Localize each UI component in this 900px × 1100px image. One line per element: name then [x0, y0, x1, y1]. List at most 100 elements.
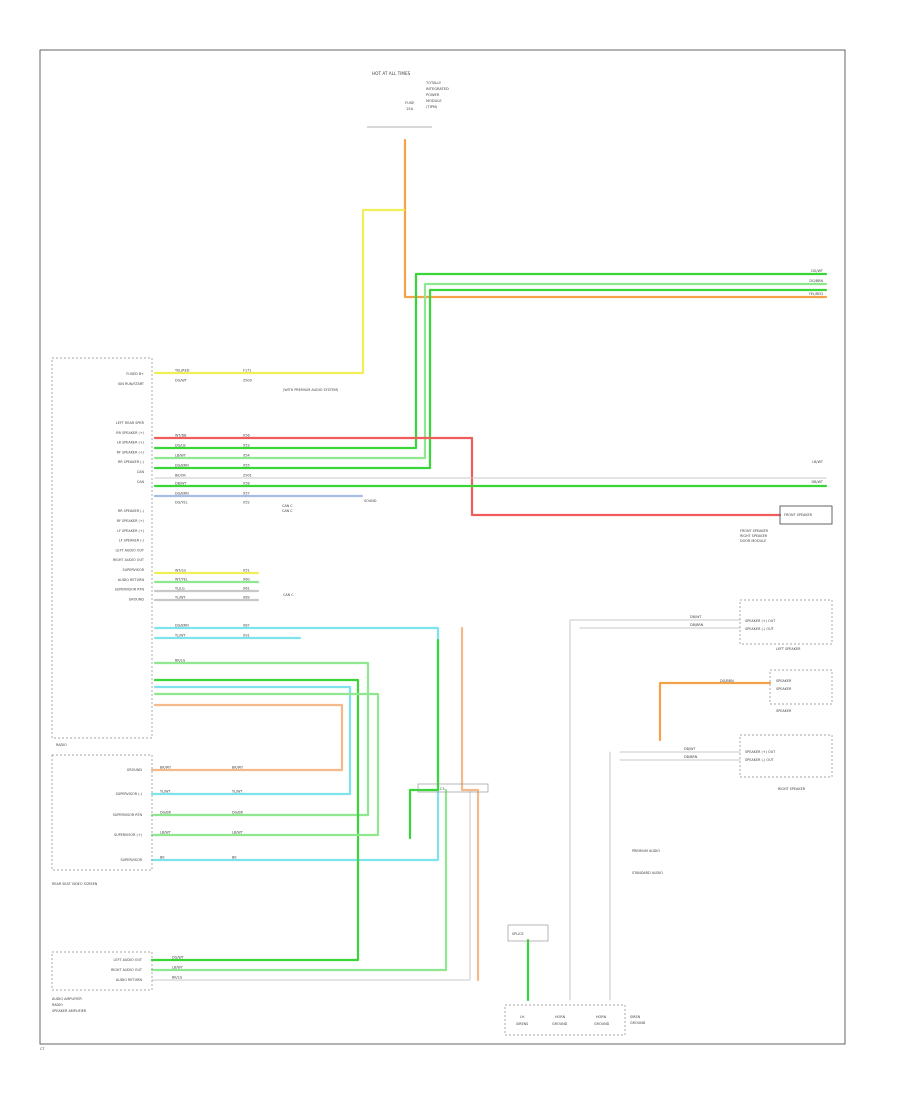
radio-circuit-id: X61 — [243, 587, 250, 591]
bottom-footer-1: GROUND — [630, 1021, 646, 1025]
fuse-note-3: MODULE — [426, 99, 442, 103]
front-speaker-footer-1: RIGHT SPEAKER — [740, 534, 768, 538]
radio-circuit-id: X87 — [243, 624, 250, 628]
radio-wire-color: LB/WT — [175, 454, 187, 458]
radio-circuit-id: X51 — [243, 569, 250, 573]
right-edge-tag: YEL/RED — [809, 292, 824, 296]
left-speaker-row-1: SPEAKER (-) OUT — [745, 627, 775, 631]
radio-pin-label: RR SPEAKER (-) — [118, 509, 145, 513]
rsv-row-wire: BK/WT — [232, 766, 244, 770]
wire-peach-ground — [150, 703, 344, 772]
left-speaker-outline — [739, 599, 833, 645]
radio-pin-label: SUPERVISOR RTN — [115, 588, 145, 592]
mid-speaker-row-1: SPEAKER — [776, 687, 792, 691]
fuse-note-1: INTEGRATED — [426, 87, 449, 91]
radio-wire-color: DG/WT — [175, 379, 188, 383]
fuse-value: 15A — [406, 107, 414, 111]
radio-wire-color: DG/LB — [175, 444, 186, 448]
rsv-row-color: BK — [160, 856, 165, 860]
right-speaker-row-1: SPEAKER (-) OUT — [745, 758, 775, 762]
radio-circuit-id: X89 — [243, 596, 250, 600]
wire-grey-bundle-d — [151, 789, 471, 981]
wire-green-bundle-c — [150, 788, 448, 972]
wire-green-audio — [150, 678, 360, 962]
radio-pin-label: RIGHT AUDIO OUT — [113, 558, 145, 562]
fuse-note-0: TOTALLY — [425, 81, 442, 85]
left-speaker-row-0: SPEAKER (+) OUT — [745, 619, 776, 623]
radio-circuit-id: X58 — [243, 482, 250, 486]
connector-c3-label: C3 — [440, 787, 445, 791]
radio-pin-label: CAN — [137, 480, 145, 484]
bottom-item-2: HORN — [596, 1015, 607, 1019]
front-speaker-footer-2: DOOR MODULE — [740, 539, 766, 543]
radio-pin-label: SUPERVISOR — [123, 568, 145, 572]
bottom-modules: SPLICE LH HORN HORN SIRENS GROUND GROUND… — [504, 924, 646, 1036]
rsv-row-label: SUPERVISOR (+) — [114, 833, 143, 837]
radio-footer-0: RADIO — [56, 743, 67, 747]
right-edge-tag: DG/WT — [811, 269, 824, 273]
right-speaker-label: RIGHT SPEAKER — [778, 787, 806, 791]
bottom-footer-0: SIREN — [630, 1015, 641, 1019]
radio-circuit-id: X52 — [243, 501, 250, 505]
radio-pin-label: LEFT REAR SPKR — [116, 421, 145, 425]
radio-pin-label: FUSED B+ — [126, 372, 144, 376]
left-speaker-wire-0: DB/WT — [690, 615, 702, 619]
front-door-speaker: FRONT SPEAKER FRONT SPEAKER RIGHT SPEAKE… — [740, 505, 833, 543]
wire-yellow-branch — [153, 208, 406, 375]
right-edge-tag: LB/WT — [812, 460, 824, 464]
wire-cyan-rtn — [150, 685, 352, 796]
mid-speaker-label: SPEAKER — [776, 709, 792, 713]
radio-wire-color: WT/LG — [175, 569, 186, 573]
radio-wire-color: YL/WT — [175, 596, 186, 600]
bottom-sub-1: GROUND — [552, 1022, 568, 1026]
radio-pin-label: RR SPEAKER (+) — [116, 431, 144, 435]
mid-speaker-wire: DG/BRN — [720, 679, 734, 683]
wire-orange-mspk — [658, 681, 772, 742]
amp-row-wire: BK/LG — [172, 976, 183, 980]
radio-wire-color: BK/LG — [175, 659, 186, 663]
radio-wire-color-list: YEL/REDDG/WTWT/DBDG/LBLB/WTDG/BRNBK/ORDB… — [175, 369, 190, 663]
radio-pin-label: LR SPEAKER (+) — [117, 441, 145, 445]
rear-seat-video-outline — [51, 754, 153, 871]
radio-pin-label: CAN — [137, 470, 145, 474]
radio-pin-label: AUDIO RETURN — [118, 578, 145, 582]
bottom-module-outline — [504, 1004, 626, 1036]
mid-speaker: SPEAKER SPEAKER DG/BRN SPEAKER — [720, 669, 833, 713]
radio-pin-label: GROUND — [129, 597, 145, 601]
radio-pin-label: LEFT AUDIO OUT — [116, 548, 145, 552]
front-speaker-box — [779, 505, 833, 525]
amp-row-label: RIGHT AUDIO OUT — [111, 968, 143, 972]
rsv-row-color: YL/WT — [160, 790, 171, 794]
radio-wire-color: YEL/RED — [175, 369, 190, 373]
left-speaker: SPEAKER (+) OUT SPEAKER (-) OUT DB/WT DB… — [690, 599, 833, 651]
wire-green-rr — [153, 272, 828, 450]
hot-at-all-times-label: HOT AT ALL TIMES — [372, 71, 411, 76]
rsv-row-wire: DG/BK — [232, 811, 244, 815]
wire-green-lr — [153, 288, 828, 470]
radio-circuit-id: X53 — [243, 444, 250, 448]
rsv-row-label: SUPERVISOR (-) — [116, 792, 143, 796]
radio-pin-label: RF SPEAKER (+) — [117, 450, 145, 454]
radio-wire-color: WT/YEL — [175, 578, 188, 582]
right-edge-tag: DG/BRN — [809, 279, 823, 283]
front-speaker-label: FRONT SPEAKER — [784, 513, 813, 517]
rear-seat-video-label: REAR SEAT VIDEO SCREEN — [52, 882, 98, 886]
radio-circuit-id: X60 — [243, 578, 250, 582]
bottom-splice-label: SPLICE — [512, 932, 524, 936]
diagram-frame — [39, 49, 846, 1045]
left-speaker-label: LEFT SPEAKER — [776, 647, 801, 651]
mid-connector: C3 — [417, 783, 489, 793]
radio-note-2: CAN C — [282, 509, 293, 513]
radio-outline — [51, 357, 153, 739]
amp-row-label: AUDIO RETURN — [116, 978, 143, 982]
rsv-row-label: SUPERVISOR RTN — [113, 813, 143, 817]
radio-wire-color: DG/BRN — [175, 624, 189, 628]
radio-wire-color: BK/OR — [175, 474, 186, 478]
